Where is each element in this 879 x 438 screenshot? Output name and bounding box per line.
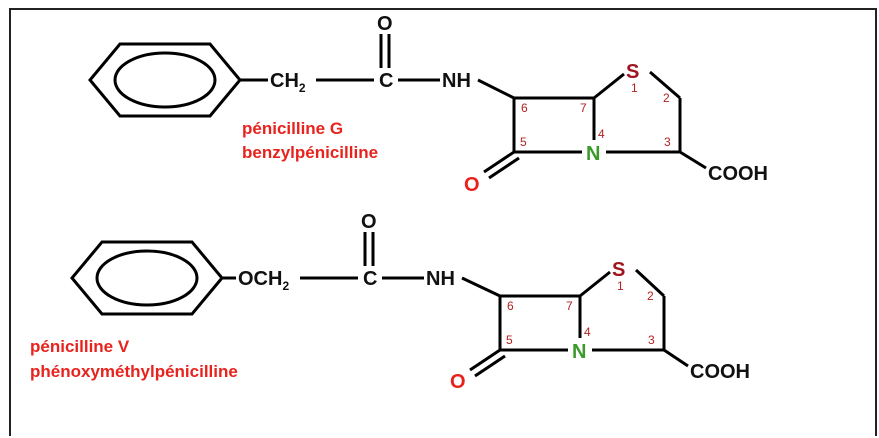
linker-label: OCH2 [238, 268, 289, 293]
bond-amide-c6 [461, 276, 501, 298]
nitrogen-atom: N [572, 341, 586, 363]
benzene-ring [88, 42, 242, 118]
ring-number-3: 3 [648, 333, 655, 347]
bond-amide-c6 [477, 78, 515, 100]
carboxyl-group: COOH [708, 163, 768, 185]
bond-c3-carboxyl [663, 348, 689, 368]
bond-c3-carboxyl [679, 150, 707, 170]
ring-number-2: 2 [663, 91, 670, 105]
benzene-aromatic-circle [95, 249, 199, 307]
ring-number-5: 5 [506, 333, 513, 347]
ring-number-1: 1 [617, 279, 624, 293]
ring-number-7: 7 [566, 299, 573, 313]
linker-label: CH2 [270, 70, 306, 95]
amide-nh: NH [442, 70, 471, 92]
bond-c7-s1 [593, 72, 625, 100]
molecule-name-primary: pénicilline G [242, 119, 343, 138]
lactam-double-bond-b [488, 156, 520, 180]
molecule-name-primary: pénicilline V [30, 337, 130, 356]
ring-number-4: 4 [598, 127, 605, 141]
ring-number-6: 6 [521, 101, 528, 115]
lactam-double-bond-b [474, 354, 506, 378]
diagram-frame [9, 8, 877, 436]
ring-number-7: 7 [580, 101, 587, 115]
bond-s1-c2 [634, 268, 666, 298]
sulfur-atom: S [612, 259, 625, 281]
molecule-name-secondary: benzylpénicilline [242, 143, 378, 162]
ring-number-3: 3 [664, 135, 671, 149]
amide-nh: NH [426, 268, 455, 290]
benzene-aromatic-circle [113, 51, 217, 109]
benzene-ring [70, 240, 224, 316]
lactam-oxygen: O [464, 174, 480, 196]
lactam-double-bond-a [469, 348, 501, 372]
ring-number-5: 5 [520, 135, 527, 149]
bond-c7-s1 [579, 270, 611, 298]
molecule-penicillin-g: CH2 C O NH O S N COOH 1 2 3 4 [88, 13, 768, 196]
molecule-penicillin-v: OCH2 C O NH O S N COOH 1 2 3 4 [30, 211, 750, 393]
carbonyl-carbon: C [363, 268, 377, 290]
carbonyl-oxygen: O [361, 211, 377, 233]
molecule-name-secondary: phénoxyméthylpénicilline [30, 362, 238, 381]
ring-number-2: 2 [647, 289, 654, 303]
sulfur-atom: S [626, 61, 639, 83]
lactam-double-bond-a [483, 150, 515, 174]
carbonyl-oxygen: O [377, 13, 393, 35]
carbonyl-carbon: C [379, 70, 393, 92]
ring-number-6: 6 [507, 299, 514, 313]
ring-number-1: 1 [631, 81, 638, 95]
bond-s1-c2 [649, 70, 681, 100]
ring-number-4: 4 [584, 325, 591, 339]
nitrogen-atom: N [586, 143, 600, 165]
lactam-oxygen: O [450, 371, 466, 393]
carboxyl-group: COOH [690, 361, 750, 383]
